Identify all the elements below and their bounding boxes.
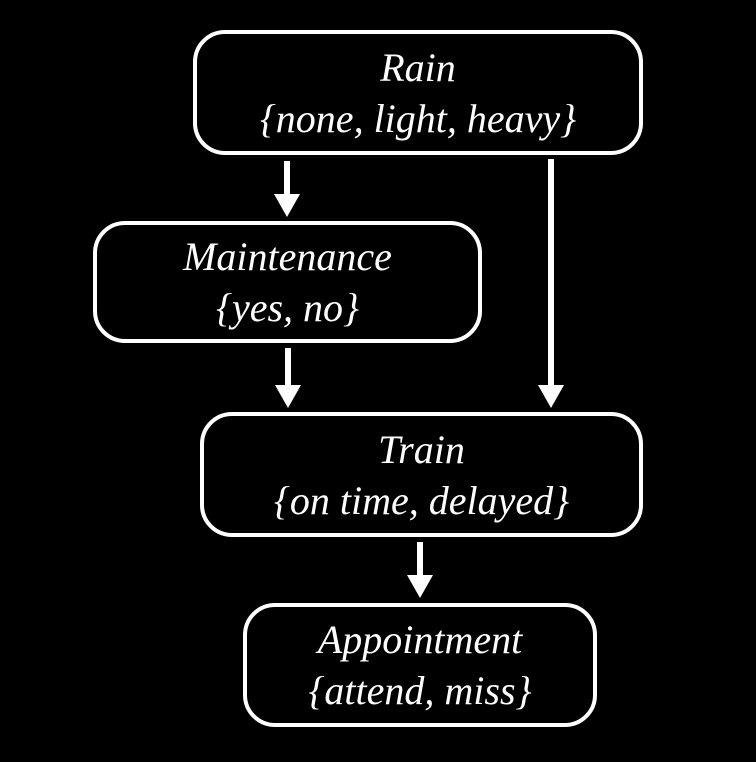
node-maintenance: Maintenance {yes, no} [93,221,482,343]
node-train-values: {on time, delayed} [273,477,570,523]
edge-rain-to-maintenance-arrow-icon [284,161,290,194]
node-appointment-values: {attend, miss} [308,668,532,713]
node-maintenance-values: {yes, no} [215,285,360,330]
node-rain: Rain {none, light, heavy} [193,30,643,155]
node-appointment-label: Appointment [317,617,523,662]
node-rain-label: Rain [380,44,456,90]
node-train-label: Train [378,426,465,472]
node-rain-values: {none, light, heavy} [259,95,577,141]
edge-train-to-appointment-arrow-icon [417,542,423,575]
edge-rain-to-train-arrow-icon [548,159,554,385]
node-maintenance-label: Maintenance [183,234,392,279]
edge-maintenance-to-train-arrow-icon [285,348,291,385]
node-appointment: Appointment {attend, miss} [243,603,597,727]
node-train: Train {on time, delayed} [200,412,643,537]
